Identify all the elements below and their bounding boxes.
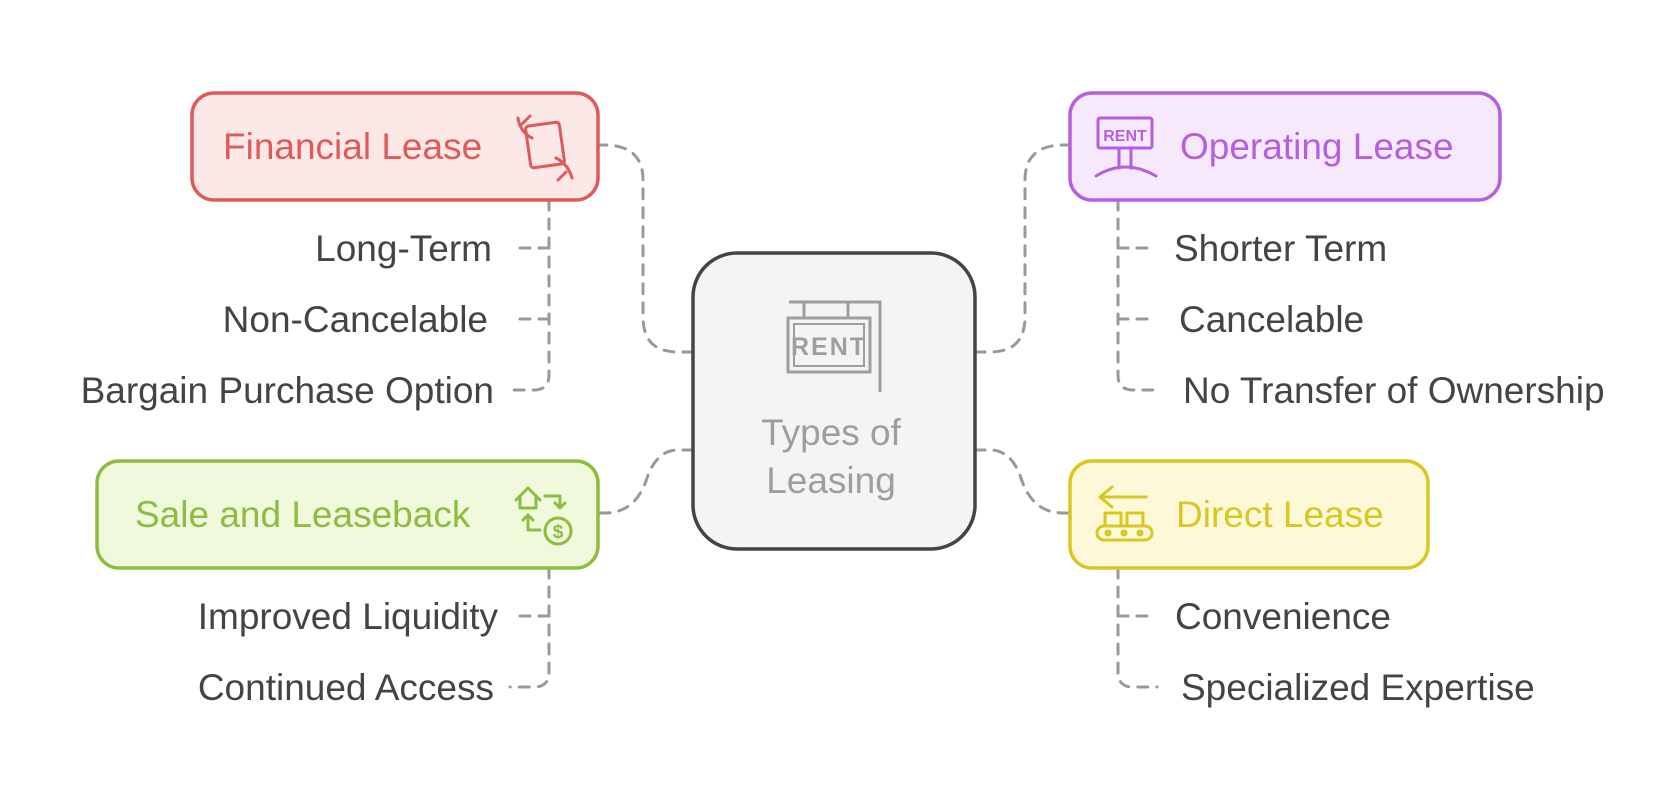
item-connectors — [508, 198, 1159, 689]
operating-item-no-transfer-of-ownership: No Transfer of Ownership — [1183, 370, 1605, 411]
svg-text:RENT: RENT — [1103, 128, 1147, 145]
operating-item-cancelable: Cancelable — [1179, 299, 1364, 340]
direct-lease-items: Convenience Specialized Expertise — [1175, 596, 1535, 708]
connector-direct-items — [1116, 566, 1159, 689]
financial-lease-items: Long-Term Non-Cancelable Bargain Purchas… — [81, 228, 494, 411]
center-title-line1: Types of — [761, 412, 902, 453]
conveyor-arrow-icon — [1095, 485, 1154, 542]
branch-sale-and-leaseback: Sale and Leaseback $ — [95, 459, 600, 570]
branch-direct-lease: Direct Lease — [1068, 459, 1430, 570]
operating-lease-title: Operating Lease — [1180, 126, 1454, 167]
operating-item-shorter-term: Shorter Term — [1174, 228, 1387, 269]
financial-lease-title: Financial Lease — [223, 126, 482, 167]
hand-document-icon — [516, 114, 574, 182]
sale-and-leaseback-items: Improved Liquidity Continued Access — [198, 596, 499, 708]
financial-item-bargain-purchase-option: Bargain Purchase Option — [81, 370, 494, 411]
connector-financial — [596, 143, 695, 354]
direct-lease-title: Direct Lease — [1176, 494, 1384, 535]
direct-item-convenience: Convenience — [1175, 596, 1391, 637]
sale-and-leaseback-box — [95, 459, 600, 570]
direct-lease-box — [1068, 459, 1430, 570]
sale-item-improved-liquidity: Improved Liquidity — [198, 596, 499, 637]
house-cycle-dollar-icon: $ — [514, 486, 573, 546]
financial-item-long-term: Long-Term — [315, 228, 492, 269]
center-box — [691, 251, 977, 551]
connector-sale-items — [508, 566, 551, 689]
connector-operating-items — [1116, 198, 1159, 392]
sale-item-continued-access: Continued Access — [198, 667, 494, 708]
sale-and-leaseback-title: Sale and Leaseback — [135, 494, 471, 535]
svg-text:RENT: RENT — [791, 333, 867, 361]
branch-operating-lease: RENT Operating Lease — [1068, 91, 1502, 202]
rent-sign-icon: RENT — [786, 300, 882, 392]
rent-board-icon: RENT — [1094, 116, 1158, 178]
financial-item-non-cancelable: Non-Cancelable — [223, 299, 488, 340]
operating-lease-box — [1068, 91, 1502, 202]
center-title-line2: Leasing — [766, 460, 896, 501]
connector-direct — [973, 448, 1072, 515]
financial-lease-box — [190, 91, 600, 202]
center-connectors — [596, 143, 1072, 515]
connector-financial-items — [508, 198, 551, 392]
svg-text:$: $ — [553, 522, 564, 543]
branch-financial-lease: Financial Lease — [190, 91, 600, 202]
operating-lease-items: Shorter Term Cancelable No Transfer of O… — [1174, 228, 1605, 411]
connector-operating — [973, 143, 1072, 354]
connector-sale — [596, 448, 695, 515]
center-node: RENT Types of Leasing — [691, 251, 977, 551]
direct-item-specialized-expertise: Specialized Expertise — [1181, 667, 1535, 708]
